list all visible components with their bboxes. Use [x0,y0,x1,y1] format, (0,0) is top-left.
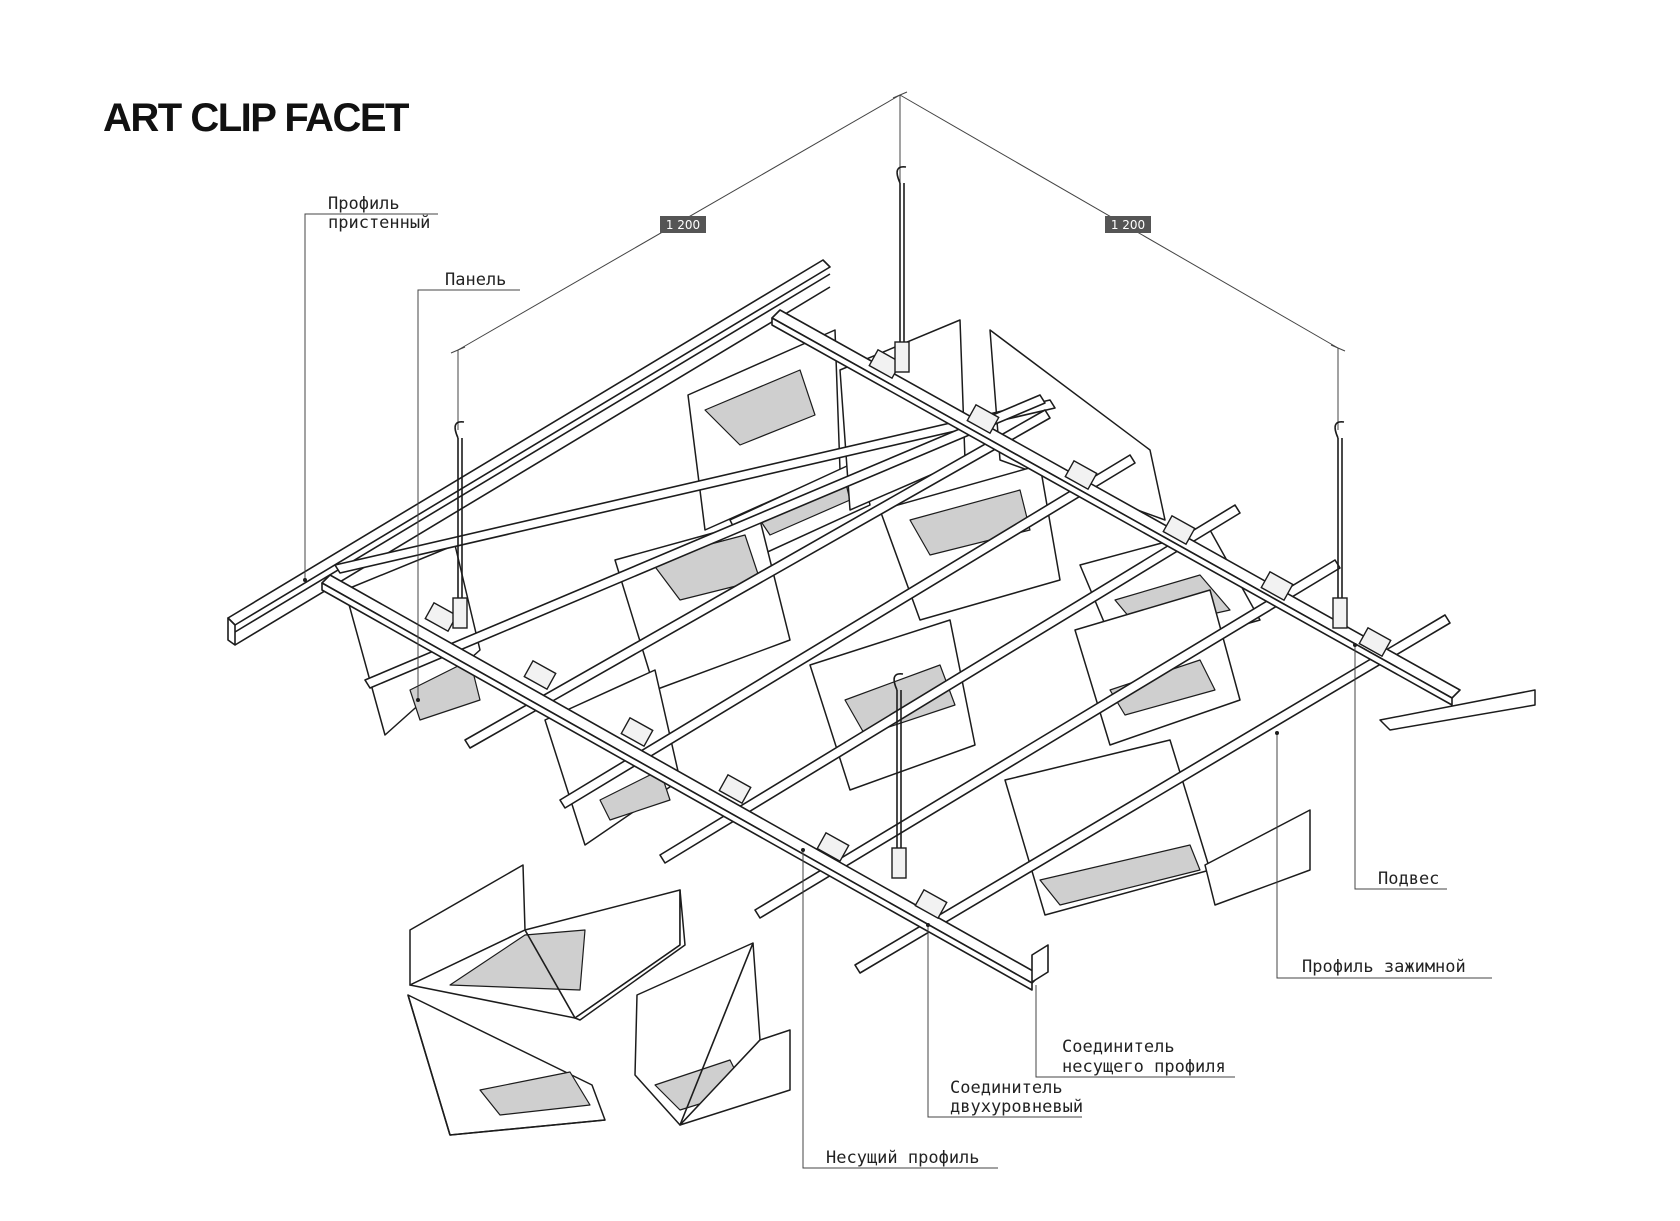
dimension-badge-right: 1 200 [1105,216,1151,233]
leader-hanger [1354,645,1447,890]
dimension-badge-left: 1 200 [660,216,706,233]
clamp-profile [559,454,1136,809]
main-profile-side [321,582,1033,991]
clamp-profile [854,614,1451,974]
clamp-profile [364,394,1046,689]
hanger [452,421,468,629]
hanger-bracket [894,341,910,373]
facet-panel-shade [844,664,956,736]
facet-panels [344,319,1536,916]
callout-label: Соединитель [950,1078,1063,1098]
loose-panel-part-2 [407,994,606,1136]
profile-connectors [424,348,1392,920]
two-level-connector [816,831,850,863]
clamp-profile [464,409,1051,749]
two-level-connector [620,716,654,748]
two-level-connector [914,888,948,920]
two-level-connector [1358,626,1392,658]
hanger [894,166,910,373]
diagram-title: ART CLIP FACET [103,96,409,140]
callout-label: Несущий профиль [826,1148,980,1168]
dimension-badge [1105,216,1151,233]
main-profile-side [771,317,1453,706]
callout-label: Соединитель [1062,1037,1175,1057]
panel-flap [679,1029,791,1126]
loose-panel-part-1 [409,864,686,1021]
loose-panel-part-3 [634,942,791,1126]
facet-panel-shade [1039,844,1201,906]
hangers [452,166,1348,879]
callout-label: Профиль [328,194,400,214]
dimension-value: 1 200 [1111,218,1145,232]
facet-panel [1379,689,1536,731]
hanger [891,673,907,879]
leader-main-profile-connector [1035,985,1235,1078]
leader-lines [303,213,1492,1169]
callout-hanger: Подвес [1378,869,1439,889]
leader-clamp-profile [1276,733,1492,979]
main-profiles [321,309,1461,991]
callout-label: двухуровневый [950,1097,1083,1117]
leader-main-profile [802,850,998,1169]
callout-label: Профиль зажимной [1302,957,1466,977]
facet-panel [1204,809,1311,906]
dimension-badge [660,216,706,233]
facet-panel-shade [409,659,481,721]
hanger-bracket [1332,597,1348,629]
panel-edge [574,889,686,1021]
two-level-connector [1260,570,1294,602]
callout-main-profile-connector: Соединитель несущего профиля [1062,1037,1226,1077]
facet-panel-shade [909,489,1031,556]
callout-two-level-connector: Соединитель двухуровневый [950,1078,1083,1117]
callout-wall-profile: Профиль пристенный [328,194,430,233]
clamp-profile [659,504,1241,864]
two-level-connector [718,773,752,805]
hanger [1332,421,1348,629]
callout-main-profile: Несущий профиль [826,1148,980,1168]
callout-clamp-profile: Профиль зажимной [1302,957,1466,977]
dimension-value: 1 200 [666,218,700,232]
main-profile-end [1031,944,1049,983]
callout-label: Панель [445,270,506,290]
two-level-connector [966,403,1000,435]
hanger-bracket [891,847,907,879]
two-level-connector [523,659,557,691]
callout-label: Подвес [1378,869,1439,889]
callout-panel: Панель [445,270,506,290]
leader-wall-profile [304,213,438,580]
leader-panel [417,289,520,700]
clamp-profiles [334,394,1451,974]
clamp-profile [334,399,1056,574]
callout-label: несущего профиля [1062,1057,1226,1077]
facet-panel-shade [704,369,816,446]
leader-two-level-connector [927,925,1082,1118]
two-level-connector [1064,459,1098,491]
callout-label: пристенный [328,213,430,233]
two-level-connector [1162,514,1196,546]
hanger-bracket [452,597,468,629]
facet-panel-shade [599,769,671,821]
panel-shade [479,1071,591,1116]
